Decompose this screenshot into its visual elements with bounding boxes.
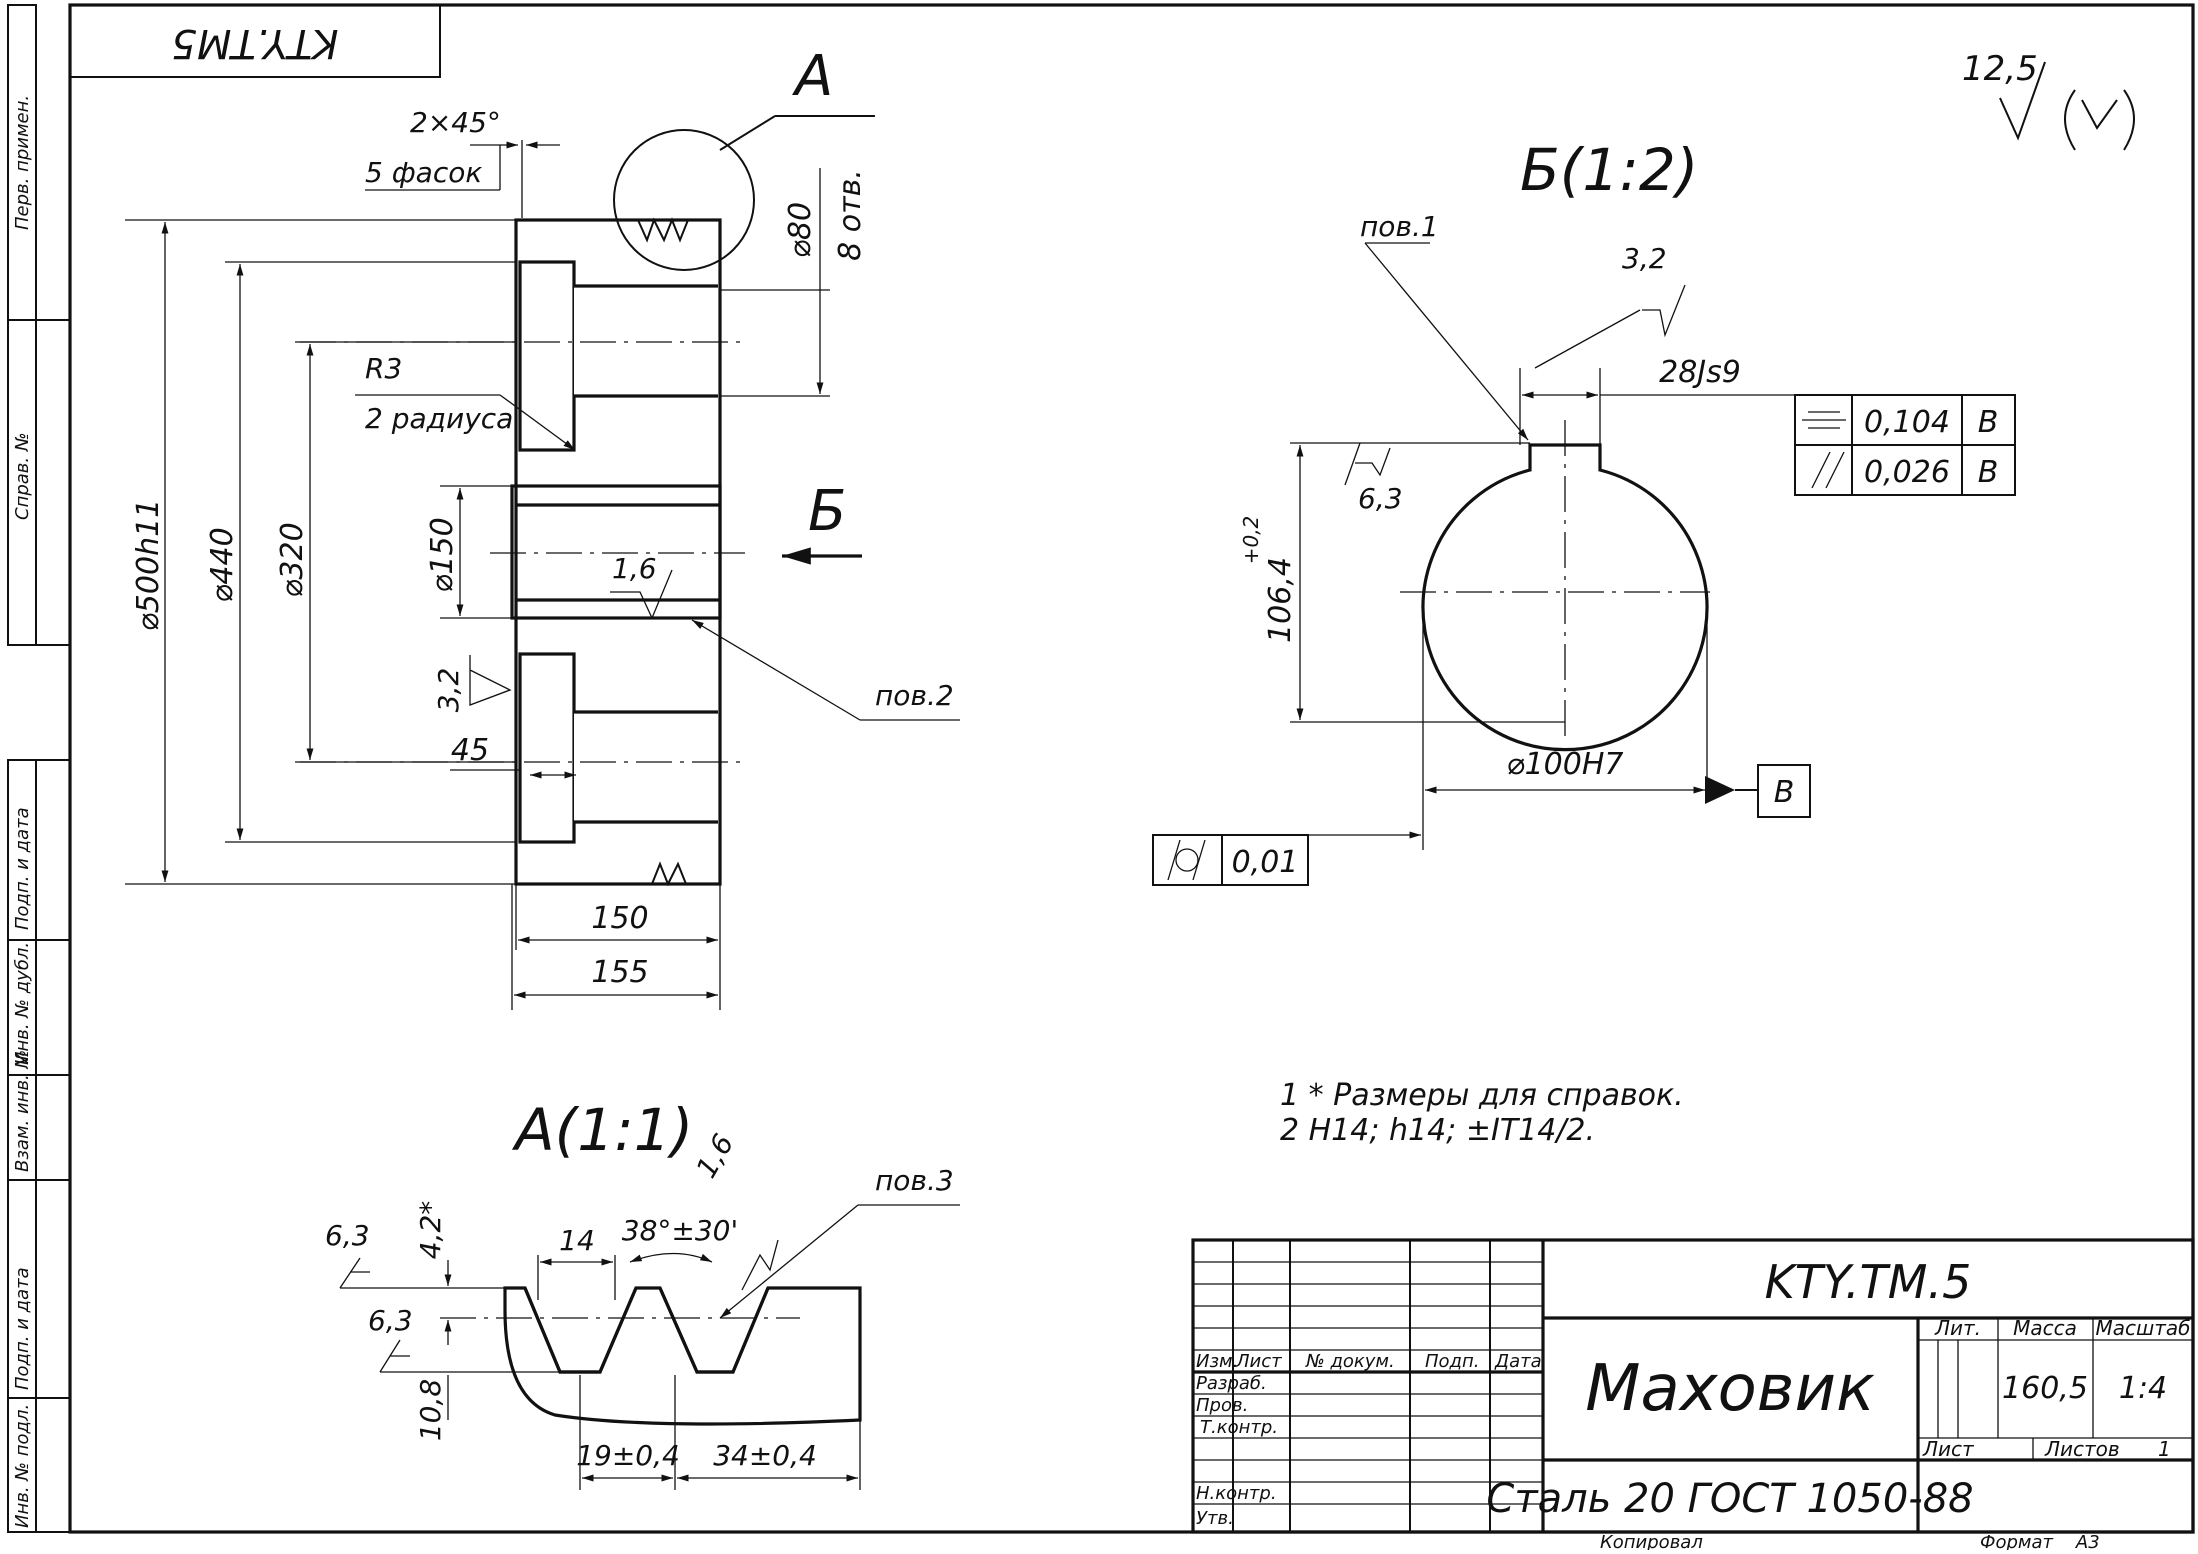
lit-label: Лит. — [1934, 1316, 1981, 1340]
copied-label: Копировал — [1600, 1532, 1703, 1550]
tol-par-base: B — [1978, 455, 1999, 490]
designation: KTY.TM.5 — [1765, 1255, 1972, 1309]
mass-value: 160,5 — [2002, 1371, 2088, 1406]
mass-label: Масса — [2013, 1316, 2077, 1340]
dim-dia-320: ⌀320 — [275, 522, 310, 597]
note-2: 2 H14; h14; ±IT14/2. — [1280, 1113, 1595, 1148]
side-label-reference: Справ. № — [12, 432, 33, 520]
rough-b-63: 6,3 — [1358, 482, 1403, 515]
tol-sym-value: 0,104 — [1864, 405, 1950, 440]
row-developed: Разраб. — [1196, 1373, 1267, 1394]
side-label-first-use: Перв. примен. — [12, 95, 33, 230]
dim-dia-500: ⌀500h11 — [131, 499, 166, 632]
col-list: Лист — [1235, 1351, 1282, 1372]
cyl-value: 0,01 — [1232, 845, 1299, 880]
main-dimensions: ⌀500h11 ⌀440 ⌀320 ⌀150 ⌀80 8 отв. 150 15… — [125, 106, 960, 1010]
col-date: Дата — [1494, 1351, 1542, 1372]
note-1: 1 * Размеры для справок. — [1280, 1078, 1684, 1113]
tol-sym-base: B — [1978, 405, 1999, 440]
section-b-arrow: Б — [782, 479, 862, 565]
scale-value: 1:4 — [2119, 1371, 2167, 1406]
col-izm: Изм. — [1196, 1351, 1238, 1372]
material: Сталь 20 ГОСТ 1050-88 — [1486, 1476, 1973, 1522]
dim-pitch-19: 19±0,4 — [576, 1439, 680, 1472]
dim-width-155: 155 — [591, 955, 648, 990]
dim-radius: R3 — [365, 352, 402, 385]
part-name: Маховик — [1585, 1352, 1875, 1426]
scale-label: Масштаб — [2095, 1316, 2190, 1340]
row-norm-control: Н.контр. — [1196, 1483, 1277, 1504]
surface-1-label: пов.1 — [1360, 210, 1439, 243]
dim-offset-34: 34±0,4 — [713, 1439, 817, 1472]
rough-b-32: 3,2 — [1622, 242, 1667, 275]
dim-dia-150: ⌀150 — [425, 517, 460, 592]
dim-hole-dia: ⌀80 — [783, 202, 818, 258]
sheets-label: Листов — [2044, 1437, 2120, 1461]
rough-a-63-bottom: 6,3 — [368, 1304, 413, 1337]
tol-par-value: 0,026 — [1864, 455, 1950, 490]
rough-main-32: 3,2 — [432, 668, 465, 713]
rough-a-63-top: 6,3 — [325, 1219, 370, 1252]
technical-notes: 1 * Размеры для справок. 2 H14; h14; ±IT… — [1280, 1078, 1684, 1148]
format-label: Формат A3 — [1980, 1532, 2100, 1550]
surface-3-label: пов.3 — [875, 1164, 954, 1197]
dim-width-14: 14 — [559, 1224, 595, 1257]
side-label-dup-inv: Инв. № дубл. — [12, 942, 33, 1065]
dim-radius-count: 2 радиуса — [365, 402, 513, 435]
side-label-sign-date-2: Подп. и дата — [12, 1267, 33, 1390]
general-roughness: 12,5 — [1962, 49, 2135, 151]
sheet-label: Лист — [1922, 1437, 1975, 1461]
dim-bore: ⌀100H7 — [1507, 747, 1624, 782]
dim-key-depth: 106,4 — [1263, 557, 1298, 643]
side-label-sign-date-1: Подп. и дата — [12, 807, 33, 930]
title-block: Изм. Лист № докум. Подп. Дата Разраб. Пр… — [1191, 1238, 2195, 1553]
sheet-frame — [7, 3, 2195, 1534]
dim-angle: 38°±30' — [622, 1214, 738, 1247]
dim-key-width: 28Js9 — [1659, 355, 1741, 390]
general-roughness-value: 12,5 — [1962, 49, 2038, 89]
surface-2-label: пов.2 — [875, 679, 954, 712]
section-b-view: Б(1:2) пов.1 28Js9 3,2 — [1152, 136, 2016, 886]
dim-hole-count: 8 отв. — [833, 169, 868, 261]
tolerance-frame: 0,104 B 0,026 B — [1794, 394, 2016, 496]
rotated-stamp-text: KTY.TM5 — [171, 20, 338, 66]
rough-main-16: 1,6 — [612, 552, 657, 585]
detail-a-title: A(1:1) — [511, 1096, 693, 1164]
dim-chamfer-count: 5 фасок — [365, 156, 482, 189]
callout-a-label: A — [792, 44, 833, 109]
side-label-orig-inv: Инв. № подл. — [12, 1404, 33, 1528]
sheets-value: 1 — [2158, 1437, 2171, 1461]
row-approved: Утв. — [1196, 1508, 1234, 1529]
datum-b: B — [1774, 775, 1795, 810]
col-sign: Подп. — [1425, 1351, 1479, 1372]
parallelism-icon — [1811, 451, 1845, 489]
col-doc: № докум. — [1305, 1351, 1395, 1372]
callout-a: A — [613, 44, 875, 271]
section-b-title: Б(1:2) — [1520, 136, 1698, 204]
dim-depth-42: 4,2* — [414, 1201, 447, 1260]
rotated-stamp: KTY.TM5 — [69, 4, 441, 78]
cylindricity-icon — [1167, 839, 1206, 881]
row-tech-control: Т.контр. — [1200, 1417, 1278, 1438]
detail-a-view: A(1:1) 6,3 6,3 4,2* 10,8 14 38°±30' 1,6 … — [325, 1096, 960, 1490]
rough-a-16: 1,6 — [689, 1128, 740, 1183]
dim-key-depth-tol: +0,2 — [1239, 516, 1263, 565]
row-checked: Пров. — [1196, 1395, 1248, 1416]
dim-height-108: 10,8 — [414, 1379, 447, 1441]
side-strip: Перв. примен. Справ. № Подп. и дата Инв.… — [12, 95, 33, 1528]
symmetry-icon — [1802, 411, 1846, 429]
dim-width-150: 150 — [591, 901, 648, 936]
dim-depth-45: 45 — [451, 733, 489, 768]
main-section-view — [300, 217, 745, 887]
section-b-label: Б — [808, 479, 846, 544]
dim-chamfer: 2×45° — [410, 106, 501, 139]
dim-dia-440: ⌀440 — [205, 527, 240, 602]
side-label-repl-inv: Взам. инв. № — [12, 1050, 33, 1172]
